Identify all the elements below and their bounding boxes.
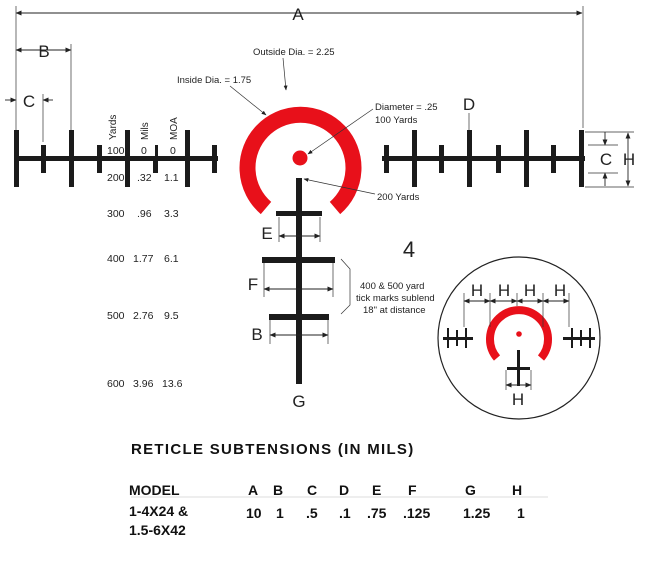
mils-row-6: 3.96 xyxy=(133,378,154,390)
inset-label-h-3: H xyxy=(524,281,536,300)
yards-row-1: 100 xyxy=(107,145,125,157)
col-header-e: E xyxy=(372,482,382,498)
range-200-label: 200 Yards xyxy=(377,192,420,203)
value-h: 1 xyxy=(517,505,525,521)
tick-note-line-2: tick marks sublend xyxy=(356,293,435,304)
dimension-b-lower: B xyxy=(251,320,329,344)
moa-row-6: 13.6 xyxy=(162,378,183,390)
mils-row-5: 2.76 xyxy=(133,310,154,322)
horseshoe-callouts: Outside Dia. = 2.25 Inside Dia. = 1.75 D… xyxy=(177,47,438,203)
dimension-e: E xyxy=(261,217,321,243)
tick-note: 400 & 500 yard tick marks sublend 18" at… xyxy=(340,258,435,316)
inset-label-h-4: H xyxy=(554,281,566,300)
model-name-line-1: 1-4X24 & xyxy=(129,503,189,519)
header-moa: MOA xyxy=(169,117,180,140)
red-horseshoe xyxy=(239,106,362,215)
label-e: E xyxy=(261,224,272,243)
label-f: F xyxy=(248,275,258,294)
model-header: MODEL xyxy=(129,482,180,498)
col-header-a: A xyxy=(248,482,259,498)
label-c-left: C xyxy=(23,92,35,111)
dimension-b: B xyxy=(15,42,72,130)
inset-label-h-1: H xyxy=(471,281,483,300)
dimension-a: A xyxy=(15,5,584,130)
diameter-range-label: 100 Yards xyxy=(375,115,418,126)
moa-row-4: 6.1 xyxy=(164,253,179,265)
label-d: D xyxy=(463,95,475,114)
value-b: 1 xyxy=(276,505,284,521)
tick-note-line-3: 18" at distance xyxy=(363,305,426,316)
model-name-line-2: 1.5-6X42 xyxy=(129,522,186,538)
lower-post xyxy=(262,178,335,384)
center-dot xyxy=(292,150,308,166)
dimension-d: D xyxy=(463,95,475,130)
dimension-f: F xyxy=(248,263,334,297)
moa-row-2: 1.1 xyxy=(164,172,179,184)
yards-row-6: 600 xyxy=(107,378,125,390)
label-a: A xyxy=(292,5,304,24)
header-yards: Yards xyxy=(108,115,119,140)
col-header-c: C xyxy=(307,482,318,498)
moa-row-1: 0 xyxy=(170,145,176,157)
yards-row-4: 400 xyxy=(107,253,125,265)
value-c: .5 xyxy=(306,505,318,521)
label-b-lower: B xyxy=(251,325,262,344)
inset-label-h-bottom: H xyxy=(512,390,524,409)
right-reticle-arm xyxy=(382,130,585,187)
mils-row-4: 1.77 xyxy=(133,253,154,265)
col-header-d: D xyxy=(339,482,350,498)
col-header-f: F xyxy=(408,482,417,498)
col-header-b: B xyxy=(273,482,284,498)
header-mils: Mils xyxy=(140,122,151,140)
label-h-right: H xyxy=(623,150,635,169)
value-f: .125 xyxy=(403,505,431,521)
yards-row-3: 300 xyxy=(107,208,125,220)
value-e: .75 xyxy=(367,505,387,521)
moa-row-5: 9.5 xyxy=(164,310,179,322)
value-a: 10 xyxy=(246,505,262,521)
left-reticle-arm xyxy=(14,130,218,187)
dimension-c-left: C xyxy=(5,92,53,142)
dimension-c-h-right: C H xyxy=(585,131,635,188)
range-table: Yards Mils MOA 100 0 0 200 .32 1.1 300 .… xyxy=(103,115,185,390)
inset-label-h-2: H xyxy=(498,281,510,300)
label-g: G xyxy=(292,392,305,411)
inset-number: 4 xyxy=(403,237,415,262)
moa-row-3: 3.3 xyxy=(164,208,179,220)
inside-dia-label: Inside Dia. = 1.75 xyxy=(177,75,251,86)
subtension-table-title: RETICLE SUBTENSIONS (IN MILS) xyxy=(131,441,415,458)
label-b: B xyxy=(38,42,49,61)
value-d: .1 xyxy=(339,505,351,521)
diameter-label: Diameter = .25 xyxy=(375,102,438,113)
col-header-h: H xyxy=(512,482,523,498)
mils-row-3: .96 xyxy=(137,208,152,220)
yards-row-5: 500 xyxy=(107,310,125,322)
mils-row-2: .32 xyxy=(137,172,152,184)
label-c-right: C xyxy=(600,150,612,169)
yards-row-2: 200 xyxy=(107,172,125,184)
tick-note-line-1: 400 & 500 yard xyxy=(360,281,424,292)
col-header-g: G xyxy=(465,482,476,498)
value-g: 1.25 xyxy=(463,505,491,521)
outside-dia-label: Outside Dia. = 2.25 xyxy=(253,47,335,58)
inset-view: 4 H H H H H xyxy=(403,237,601,420)
mils-row-1: 0 xyxy=(141,145,147,157)
